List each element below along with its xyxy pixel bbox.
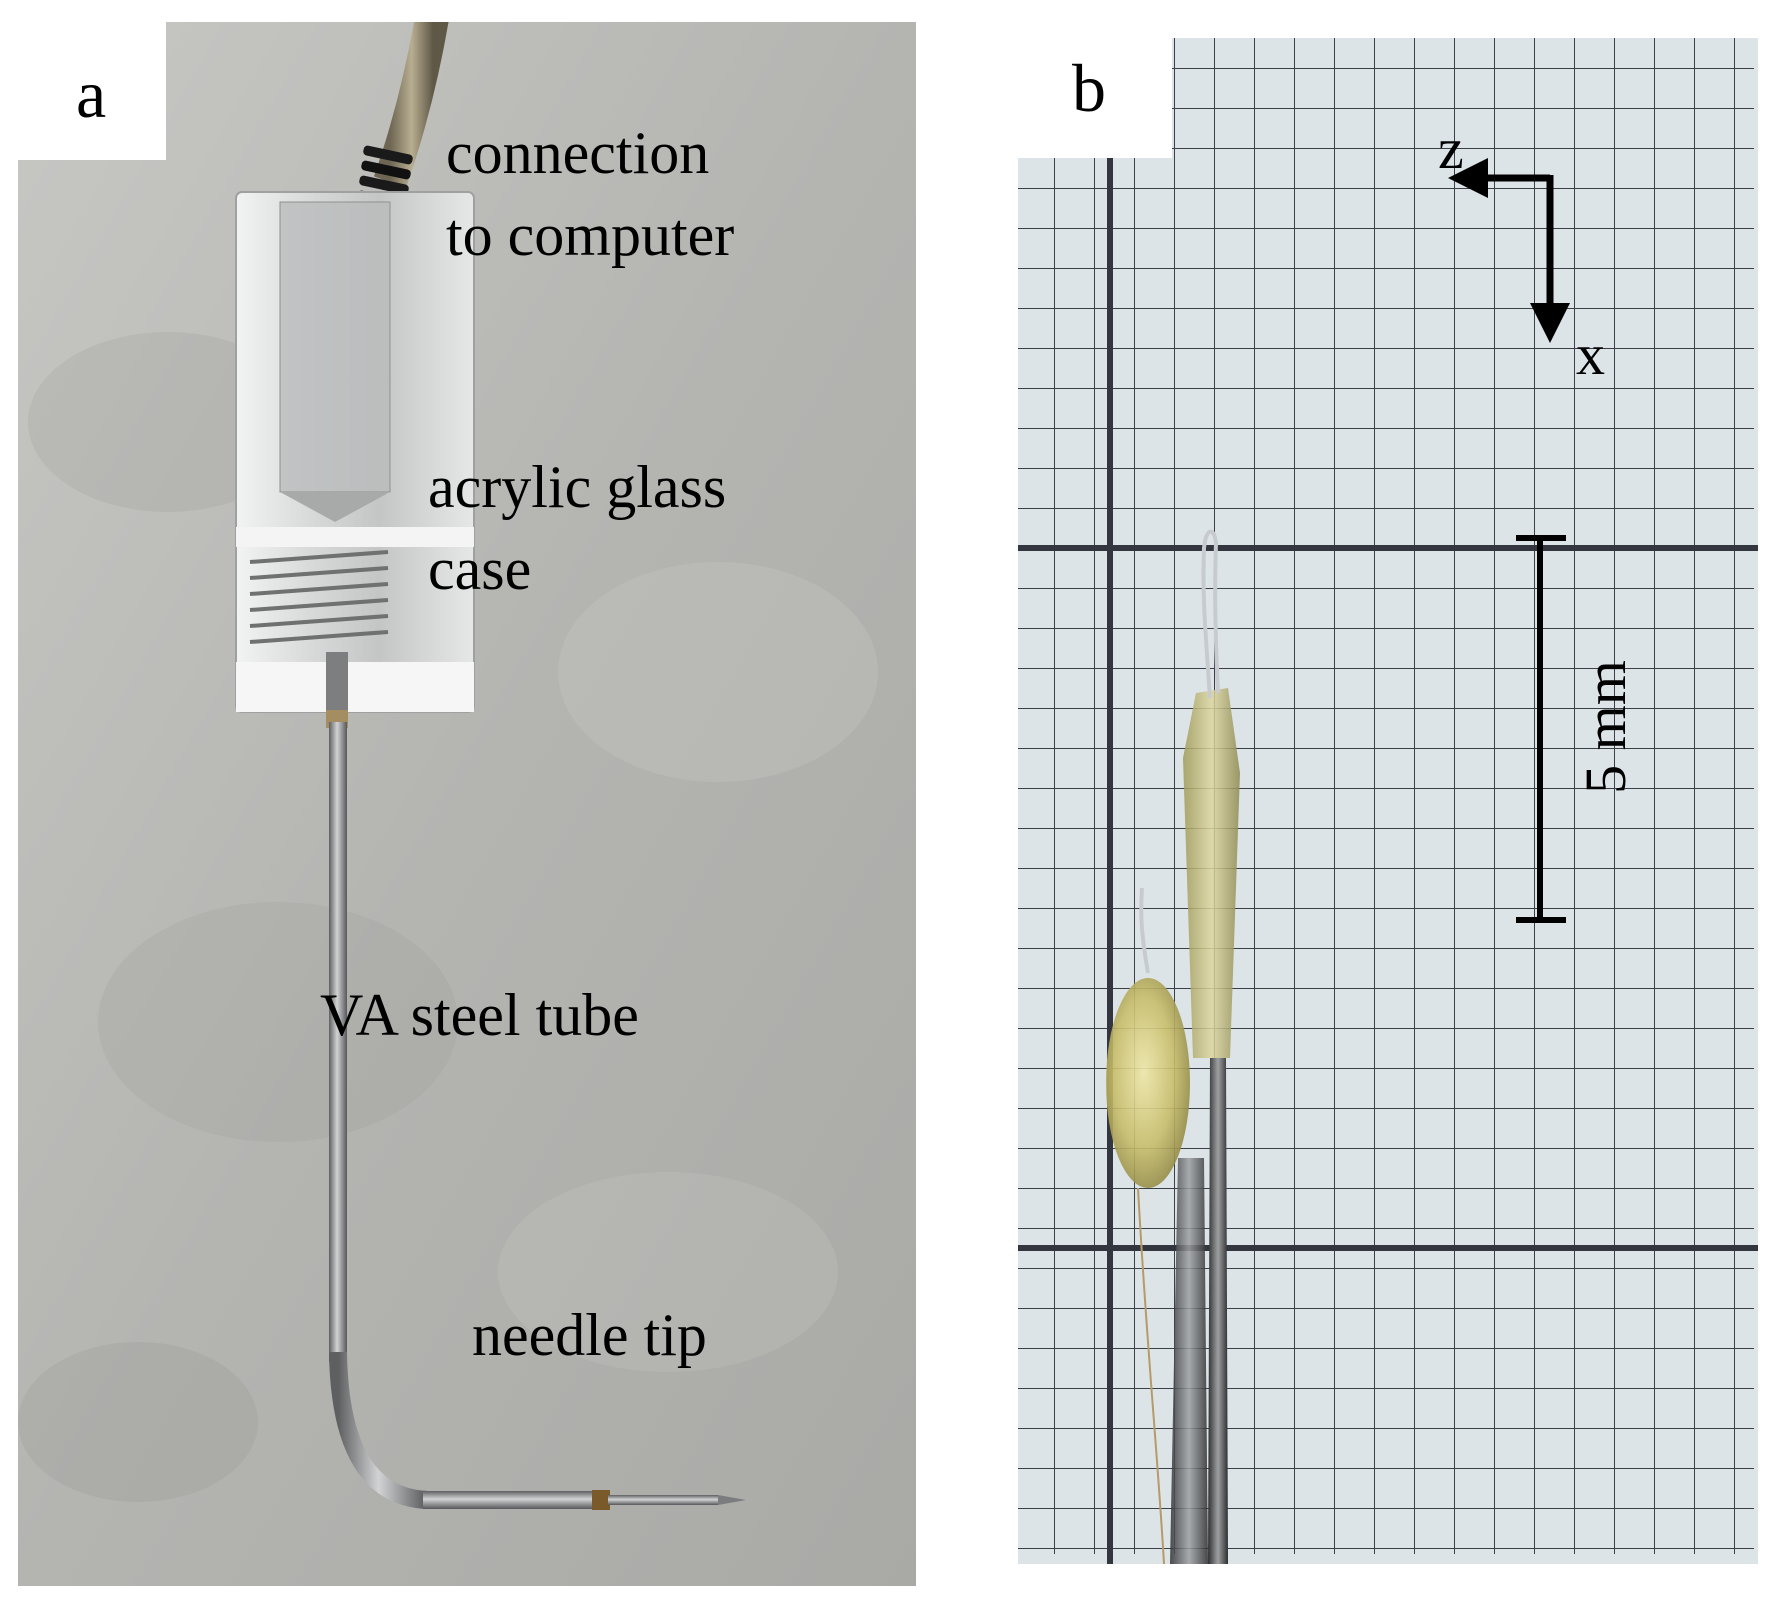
cable (373, 22, 449, 188)
needle-closeup-illustration (1018, 38, 1758, 1564)
label-acrylic-line2: case (428, 536, 532, 602)
panel-a-letter-box: a (18, 22, 166, 160)
coordinate-axes-arrows (1448, 158, 1570, 343)
label-steel-tube: VA steel tube (320, 982, 639, 1048)
panel-b-photo: b z x 5 mm (1018, 38, 1758, 1564)
label-acrylic-line1: acrylic glass (428, 454, 727, 520)
scale-bar (1516, 535, 1566, 923)
axis-z-label: z (1438, 116, 1464, 181)
label-needle-tip: needle tip (472, 1302, 707, 1368)
label-connection-line2: to computer (446, 202, 735, 268)
scale-bar-label: 5 mm (1573, 660, 1638, 794)
grid-minor-lines (1018, 38, 1754, 1554)
axes-and-scale-overlay (1448, 158, 1570, 343)
axis-x-label: x (1576, 322, 1605, 387)
needle-assembly (1106, 529, 1240, 1564)
steel-tube (326, 710, 746, 1510)
panel-b-letter: b (1072, 50, 1106, 126)
label-connection-line1: connection (446, 120, 710, 186)
probe-photo-illustration (18, 22, 916, 1586)
panel-a-letter: a (76, 56, 107, 132)
panel-a-photo: a connection to computer acrylic glass c… (18, 22, 916, 1586)
panel-b-letter-box: b (1018, 38, 1172, 158)
scale-bar-overlay (1516, 535, 1566, 923)
acrylic-case (235, 191, 475, 713)
